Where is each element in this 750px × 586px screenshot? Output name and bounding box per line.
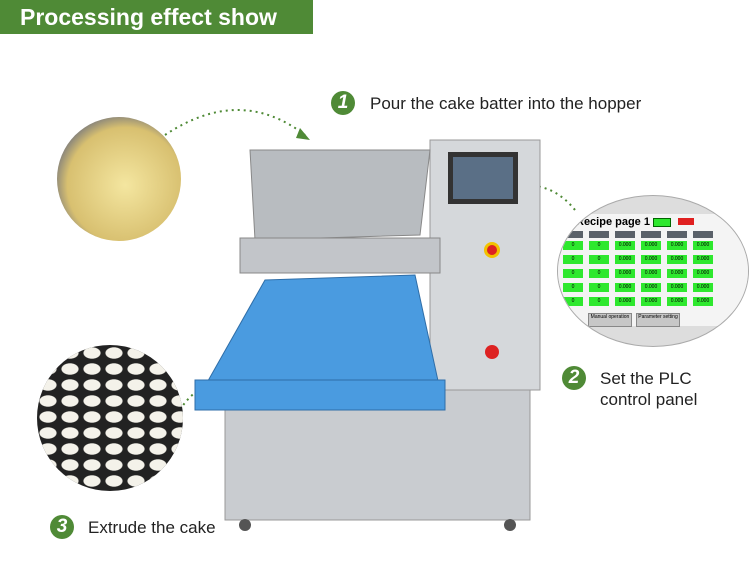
- parameter-setting-button: Parameter setting: [636, 313, 680, 327]
- arrow-1-path: [164, 109, 306, 136]
- plc-cell: 0.000: [693, 241, 713, 250]
- plc-cell: 0.000: [641, 269, 661, 278]
- plc-column-header: [667, 231, 687, 238]
- plc-column-header: [589, 231, 609, 238]
- plc-cell: 0: [589, 241, 609, 250]
- section-header: Processing effect show: [0, 0, 313, 34]
- plc-cell: 0.000: [667, 283, 687, 292]
- plc-cell: 0: [589, 283, 609, 292]
- plc-cell: 0.000: [693, 297, 713, 306]
- step-3-badge: 3: [50, 515, 74, 539]
- plc-cell: 0: [589, 269, 609, 278]
- plc-cell: 0.000: [693, 269, 713, 278]
- extruded-cake-photo: [37, 345, 183, 491]
- plc-cell: 0: [563, 297, 583, 306]
- plc-cell: 0.000: [641, 283, 661, 292]
- plc-cell: 0.000: [641, 255, 661, 264]
- plc-cell: 0: [589, 297, 609, 306]
- plc-title: Recipe page 1: [576, 216, 650, 228]
- plc-cell: 0.000: [667, 297, 687, 306]
- plc-cell: 0.000: [615, 241, 635, 250]
- plc-cell: 0.000: [667, 269, 687, 278]
- step-2-label-line2: control panel: [600, 390, 698, 409]
- hopper: [249, 149, 431, 241]
- arrow-1-head: [296, 128, 310, 140]
- plc-cell: 0.000: [693, 283, 713, 292]
- plc-cell: 0: [563, 241, 583, 250]
- plc-cell: 0: [563, 283, 583, 292]
- plc-cell: 0.000: [641, 241, 661, 250]
- plc-cell: 0.000: [667, 255, 687, 264]
- plc-column-header: [615, 231, 635, 238]
- step-2-badge: 2: [562, 366, 586, 390]
- plc-column-header: [641, 231, 661, 238]
- plc-cell: 0.000: [615, 283, 635, 292]
- step-1-badge: 1: [331, 91, 355, 115]
- plc-cell: 0: [563, 255, 583, 264]
- plc-cell: 0: [589, 255, 609, 264]
- plc-cell: 0.000: [615, 297, 635, 306]
- step-3-label: Extrude the cake: [88, 518, 216, 537]
- batter-whisk-photo: [57, 117, 181, 241]
- plc-cell: 0.000: [641, 297, 661, 306]
- plc-column-header: [693, 231, 713, 238]
- conveyor-belt: [199, 274, 441, 396]
- plc-column-header: [563, 231, 583, 238]
- step-1-label: Pour the cake batter into the hopper: [370, 94, 642, 113]
- step-2-label-line1: Set the PLC: [600, 369, 692, 388]
- plc-cell: 0.000: [615, 255, 635, 264]
- plc-cell: 0.000: [693, 255, 713, 264]
- plc-cell: 0.000: [615, 269, 635, 278]
- plc-cell: 0: [563, 269, 583, 278]
- plc-cell: 0.000: [667, 241, 687, 250]
- manual-operation-button: Manual operation: [588, 313, 632, 327]
